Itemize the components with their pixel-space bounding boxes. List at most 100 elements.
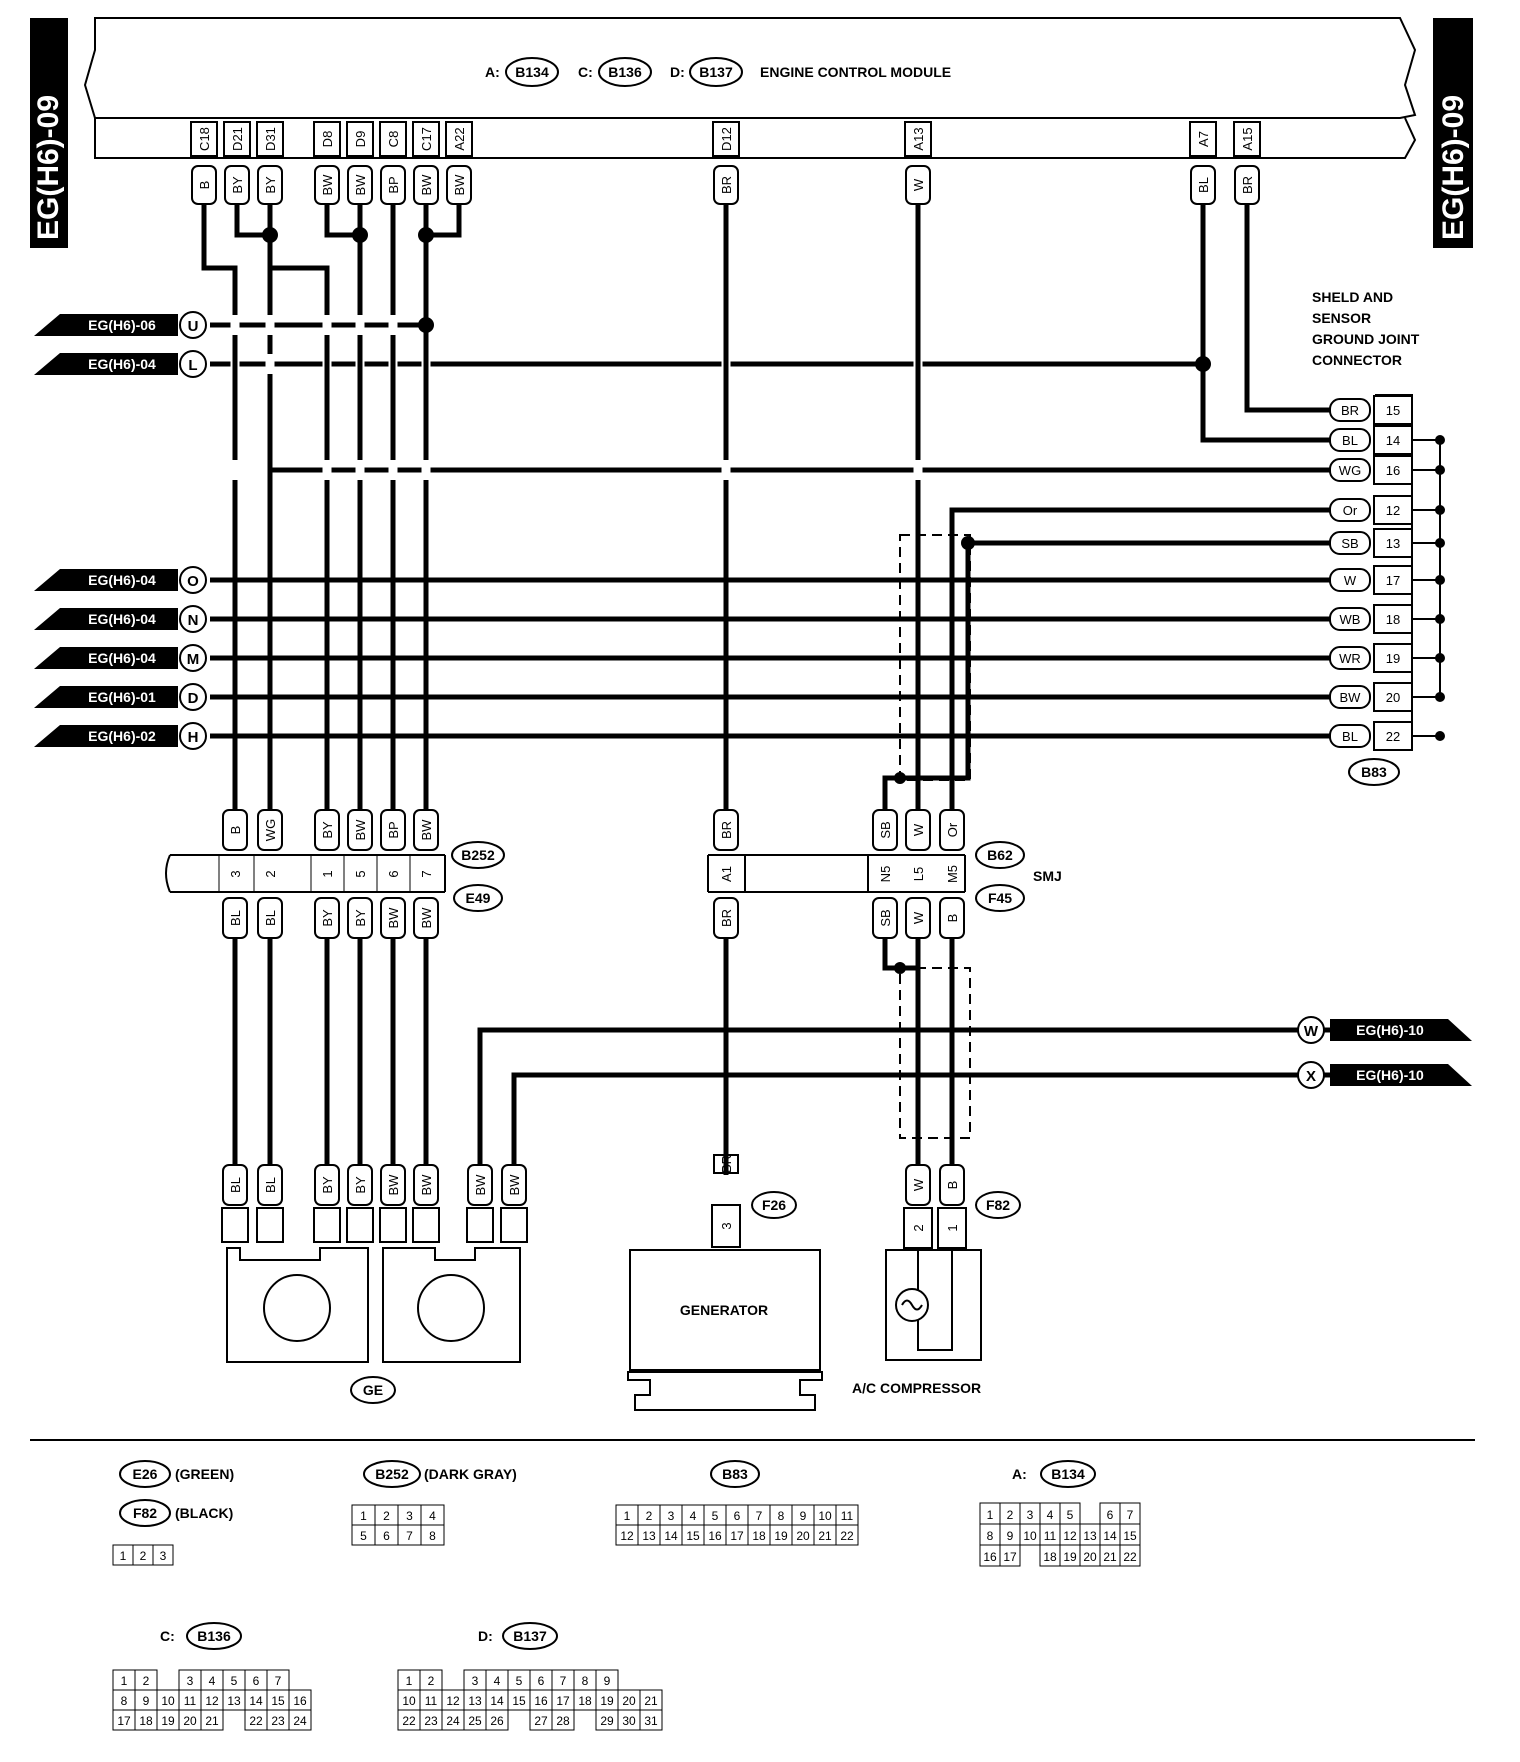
ecm-pin-label: A7 <box>1196 131 1211 147</box>
left-ref-text: EG(H6)-04 <box>88 611 156 627</box>
b62-top-wire-text: Or <box>945 822 960 837</box>
ecm-pin-label: D12 <box>719 127 734 151</box>
joint-title-1: SHELD AND <box>1312 289 1393 305</box>
b83-wire-label: Or <box>1343 503 1358 518</box>
left-ref-n[interactable]: EG(H6)-04 N <box>34 605 207 633</box>
b252-pin: 5 <box>353 870 368 877</box>
b83-pin-label: 13 <box>1386 536 1400 551</box>
ecm-wire-tag-text: W <box>911 178 926 191</box>
b83-pin-label: 22 <box>1386 729 1400 744</box>
ecm-wire-tag: B <box>191 165 217 205</box>
sensor-wire-tag-text: BW <box>507 1174 522 1196</box>
b83-pin-label: 15 <box>1386 403 1400 418</box>
b252-pin: 1 <box>320 870 335 877</box>
sensor-wire-tag: BW <box>467 1164 493 1206</box>
left-ref-letter: H <box>188 729 199 746</box>
b62-gen-pin: A1 <box>719 866 734 882</box>
legend-grid-b136-cell: 3 <box>187 1674 194 1688</box>
legend-grid-b137-cell: 25 <box>468 1714 482 1728</box>
legend-grid-b136-cell: 4 <box>209 1674 216 1688</box>
ecm-wire-tag-text: BY <box>263 176 278 194</box>
ecm-connector-c: B136 <box>608 64 642 80</box>
legend-grid-b83-cell: 14 <box>664 1529 678 1543</box>
e49-bottom-wire-text: BW <box>419 907 434 929</box>
legend-grid-b134-cell: 6 <box>1107 1508 1114 1522</box>
b252-pin: 2 <box>263 870 278 877</box>
ecm-wire-tag: BR <box>1234 165 1260 205</box>
legend-grid-b137-cell: 22 <box>402 1714 416 1728</box>
legend-grid-b83-cell: 10 <box>818 1509 832 1523</box>
legend: E26 (GREEN) F82 (BLACK) B252 (DARK GRAY)… <box>112 1460 1141 1731</box>
e49-bottom-wire-text: BW <box>386 907 401 929</box>
left-ref-letter: N <box>188 612 199 629</box>
ecm-wire-tag: BR <box>713 165 739 205</box>
e49-bottom-wire: BL <box>222 897 248 939</box>
legend-grid-b136-cell: 10 <box>161 1694 175 1708</box>
legend-grid-b83-cell: 6 <box>734 1509 741 1523</box>
generator-connector: F26 <box>762 1197 786 1213</box>
legend-grid-b136-cell: 11 <box>184 1694 197 1708</box>
left-ref-letter: M <box>187 651 200 668</box>
ecm-wire-tag-text: BW <box>320 174 335 196</box>
ecm-wire-tag-text: BW <box>419 174 434 196</box>
legend-grid-b83-cell: 1 <box>624 1509 631 1523</box>
legend-grid-b137-cell: 18 <box>578 1694 592 1708</box>
legend-grid-b136-cell: 16 <box>293 1694 307 1708</box>
sensor-wire-tag-text: BW <box>419 1174 434 1196</box>
crossing-redraw <box>232 352 921 376</box>
legend-grid-b83-cell: 8 <box>778 1509 785 1523</box>
b62-top-wire: SB <box>872 809 898 851</box>
legend-e26-note: (GREEN) <box>175 1466 234 1482</box>
ecm-wire-tag-text: BP <box>386 176 401 193</box>
legend-grid-b137-cell: 17 <box>556 1694 570 1708</box>
f45-bottom-wire-text: SB <box>878 909 893 926</box>
legend-grid-b83-cell: 3 <box>668 1509 675 1523</box>
legend-grid-b136-cell: 24 <box>293 1714 307 1728</box>
b83-wire-label: W <box>1344 573 1357 588</box>
ecm-wire-tag: W <box>905 165 931 205</box>
e49-bottom-wire-text: BL <box>263 910 278 926</box>
legend-grid-b134-cell: 8 <box>987 1529 994 1543</box>
compressor-wire-tag-text: W <box>911 1178 926 1191</box>
sensor-wire-tag: BW <box>380 1164 406 1206</box>
legend-grid-b137-cell: 14 <box>490 1694 504 1708</box>
compressor-label: A/C COMPRESSOR <box>852 1380 981 1396</box>
b62-top-wire: W <box>905 809 931 851</box>
left-ref-h[interactable]: EG(H6)-02 H <box>34 722 207 750</box>
legend-grid-b83-cell: 18 <box>752 1529 766 1543</box>
wire-d8 <box>324 205 360 238</box>
shield-outline <box>899 534 971 1139</box>
legend-grid-b137-cell: 21 <box>644 1694 658 1708</box>
sensor-wire-tag-text: BL <box>263 1177 278 1193</box>
b83-wire-label: WB <box>1340 612 1361 627</box>
b252-top-wire: BP <box>380 809 406 851</box>
joint-title-4: CONNECTOR <box>1312 352 1402 368</box>
legend-grid-b134-cell: 17 <box>1003 1550 1017 1564</box>
legend-grid-b83-cell: 4 <box>690 1509 697 1523</box>
sensor-wire-tag-text: BL <box>228 1177 243 1193</box>
b252-top-wire: B <box>222 809 248 851</box>
left-ref-text: EG(H6)-02 <box>88 728 156 744</box>
e49-bottom-wire-text: BL <box>228 910 243 926</box>
sensor-wire-tag: BW <box>501 1164 527 1206</box>
ecm-module: A: B134 C: B136 D: B137 ENGINE CONTROL M… <box>83 17 1417 159</box>
ecm-pin-label: A13 <box>911 127 926 150</box>
